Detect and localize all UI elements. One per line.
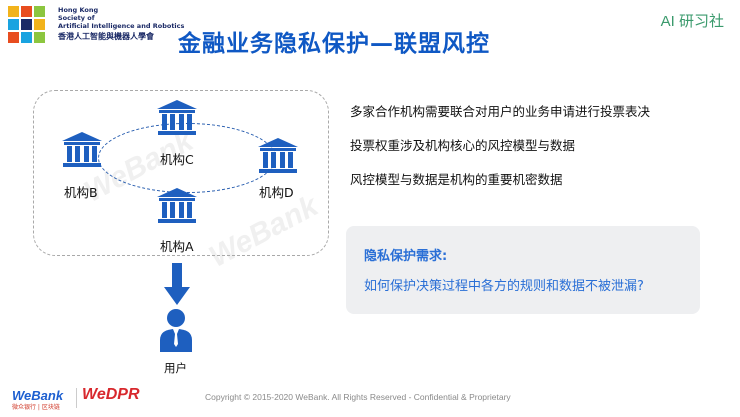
brand-label: AI 研习社 xyxy=(660,13,724,30)
org-name: Hong Kong Society of Artificial Intellig… xyxy=(58,6,185,41)
node-label-d: 机构D xyxy=(259,185,294,200)
webank-wordmark: WeBank xyxy=(12,388,64,403)
logo-icon xyxy=(6,4,52,50)
bank-icon xyxy=(62,132,102,167)
bullet-list: 多家合作机构需要联合对用户的业务申请进行投票表决 投票权重涉及机构核心的风控模型… xyxy=(350,104,650,206)
alliance-frame xyxy=(33,90,329,256)
webank-subtitle: 微众银行 | 区块链 xyxy=(12,404,60,411)
bullet-item: 风控模型与数据是机构的重要机密数据 xyxy=(350,172,563,187)
requirement-question: 如何保护决策过程中各方的规则和数据不被泄漏? xyxy=(364,279,644,294)
bank-icon xyxy=(157,100,197,135)
webank-logo: WeBank 微众银行 | 区块链 xyxy=(12,388,63,411)
node-label-a: 机构A xyxy=(160,239,194,254)
node-label-c: 机构C xyxy=(160,152,194,167)
page-title: 金融业务隐私保护—联盟风控 xyxy=(178,31,490,57)
bank-icon xyxy=(258,138,298,173)
node-label-b: 机构B xyxy=(64,185,98,200)
bank-icon xyxy=(157,188,197,223)
user-icon xyxy=(160,309,192,352)
copyright-text: Copyright © 2015-2020 WeBank. All Rights… xyxy=(205,392,511,402)
wedpr-logo: WeDPR xyxy=(82,386,140,403)
footer-divider xyxy=(76,388,77,408)
requirement-title: 隐私保护需求: xyxy=(364,249,448,264)
down-arrow-icon xyxy=(164,263,190,305)
bullet-item: 投票权重涉及机构核心的风控模型与数据 xyxy=(350,138,576,153)
requirement-box: 隐私保护需求: 如何保护决策过程中各方的规则和数据不被泄漏? xyxy=(346,226,700,314)
user-label: 用户 xyxy=(164,361,187,375)
bullet-item: 多家合作机构需要联合对用户的业务申请进行投票表决 xyxy=(350,104,651,119)
